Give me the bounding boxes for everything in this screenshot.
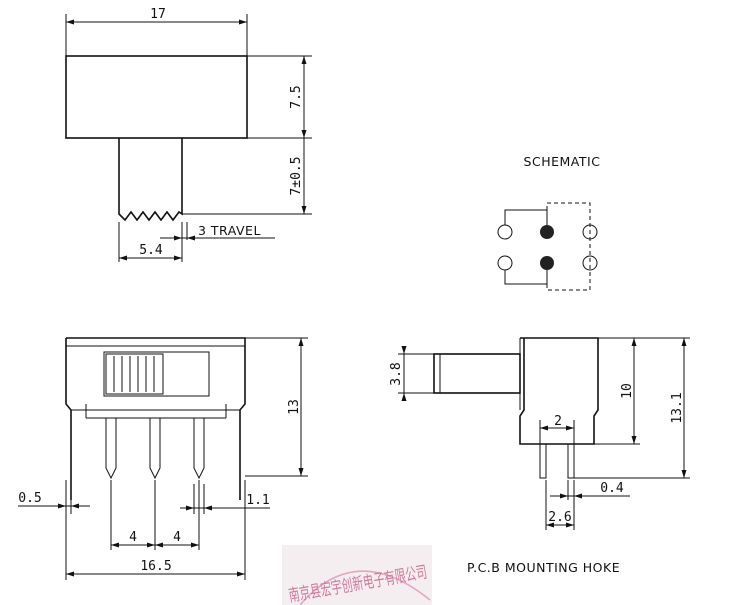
actuator-top [118,138,183,222]
dim-width-17: 17 [150,7,166,22]
pin-1 [105,418,117,480]
top-view: 17 7.5 7±0.5 3 TRAVEL 5.4 [65,7,312,262]
dim-front-height: 13 [287,399,302,415]
lead-right [567,443,575,479]
schematic: SCHEMATIC [497,154,601,291]
terminal-bottom-common [540,256,554,270]
terminal-bottom-right [582,255,598,271]
terminal-top-common [540,225,554,239]
lead-left [539,443,547,479]
side-view: 3.8 10 13.1 2 0.4 2.6 P.C.B MO [389,337,690,575]
travel-label: 3 TRAVEL [198,223,261,238]
company-stamp: 南京县宏宇创新电子有限公司 [282,545,432,605]
dim-overall-width: 16.5 [140,559,171,574]
terminal-bottom-left [497,255,513,271]
dim-pitch-1: 4 [129,530,137,545]
dim-pin-thickness: 0.5 [18,491,41,506]
switch-body-top [65,55,248,139]
schematic-title: SCHEMATIC [524,154,601,169]
dim-actuator-height: 7±0.5 [289,156,304,195]
actuator-hatching [113,356,155,392]
switch-body-front [65,337,246,476]
dim-lead-thickness: 0.4 [600,481,624,496]
dim-body-height: 7.5 [289,85,304,108]
actuator-front [105,353,164,395]
dim-lead-spacing: 2 [554,414,562,429]
pin-2 [149,418,161,480]
dim-side-overall-height: 13.1 [670,392,685,423]
mounting-label: P.C.B MOUNTING HOKE [467,560,620,575]
dim-actuator-side: 3.8 [389,362,404,385]
dim-side-body-height: 10 [620,383,635,399]
pin-3 [193,418,205,480]
switch-contact-dashed [546,202,591,291]
actuator-side [433,353,521,394]
dim-lead-pitch: 2.6 [548,510,571,525]
dim-actuator-width: 5.4 [139,243,163,258]
terminal-top-left [497,224,513,240]
slider-window [103,351,210,397]
front-view: 13 0.5 1.1 4 4 16.5 [18,337,308,580]
dim-pitch-2: 4 [173,530,181,545]
dim-pin-width: 1.1 [246,493,269,508]
